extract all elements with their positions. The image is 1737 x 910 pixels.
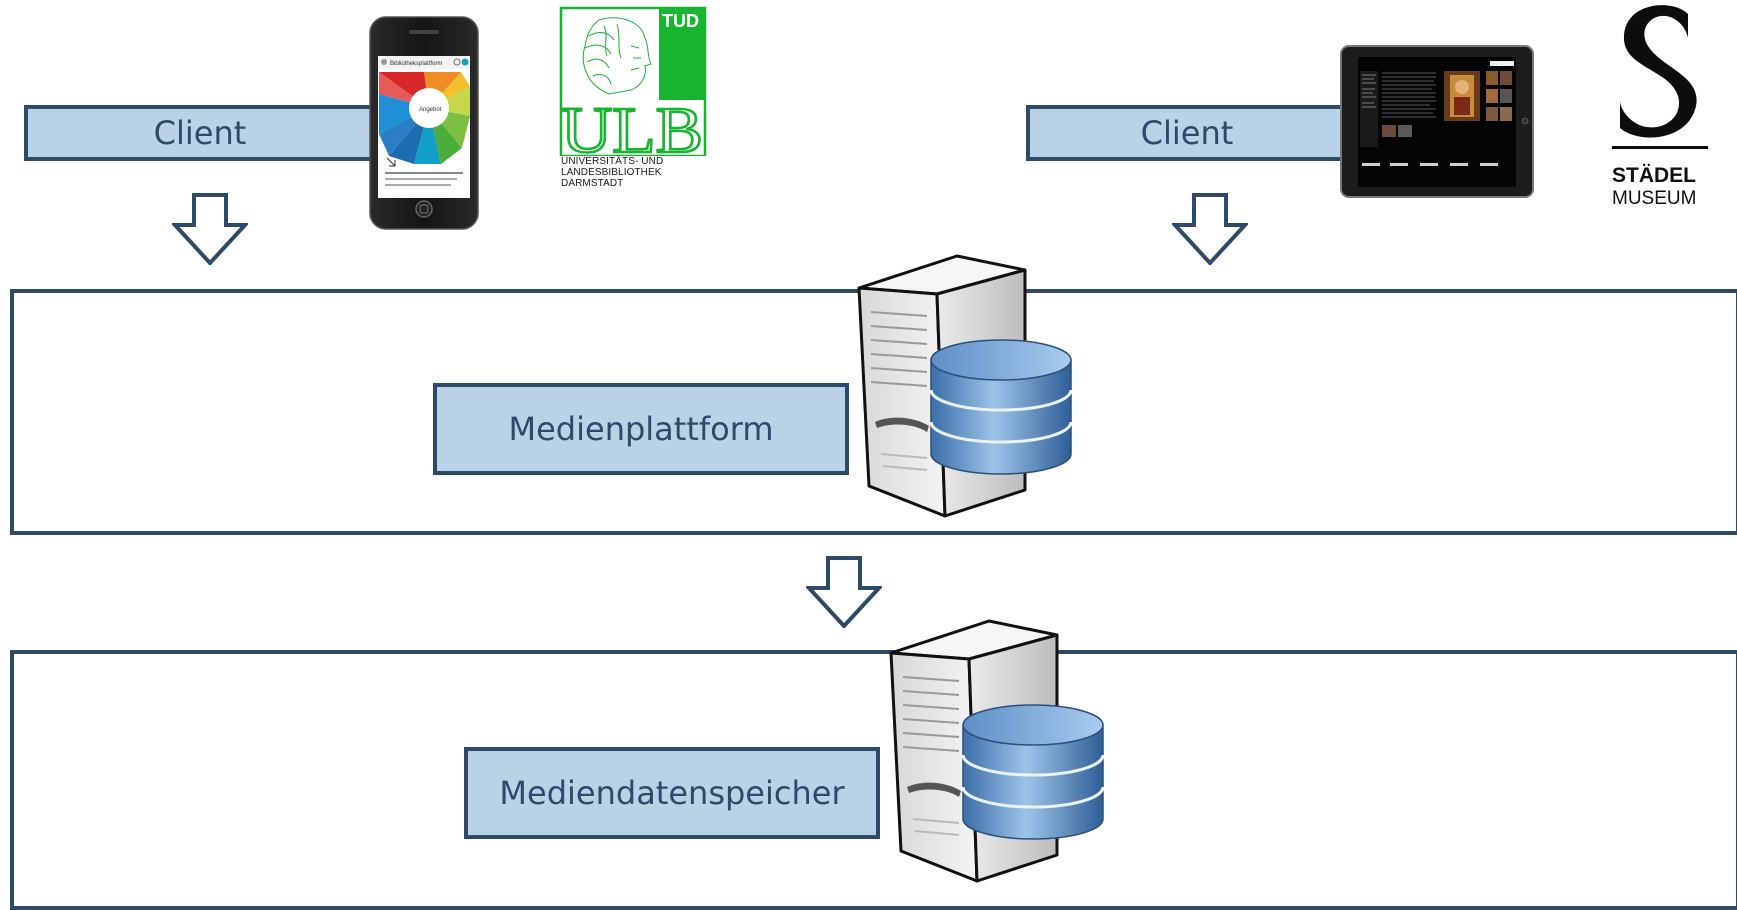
platform-label: Medienplattform [433, 383, 849, 475]
ulb-logo: TUD ULB UNIVERSITÄTS- UND LANDESBIBLIOTH… [559, 6, 707, 189]
down-arrow-icon [1172, 193, 1248, 265]
server-database-icon [889, 619, 1105, 883]
staedel-line1: STÄDEL [1612, 164, 1696, 187]
ulb-badge-text: TUD [662, 11, 699, 31]
client-left-text: Client [153, 114, 247, 152]
tablet-icon [1340, 45, 1534, 198]
client-right-text: Client [1140, 114, 1234, 152]
platform-label-text: Medienplattform [508, 410, 774, 448]
smartphone-icon: Bibliotheksplattform Angebot [369, 16, 479, 230]
down-arrow-icon [806, 556, 882, 628]
staedel-s-icon [1620, 5, 1697, 138]
client-label-right: Client [1026, 105, 1348, 161]
server-database-icon [857, 254, 1073, 518]
phone-center-text: Angebot [419, 107, 442, 113]
down-arrow-icon [172, 193, 248, 265]
ulb-subtitle-line2: LANDESBIBLIOTHEK DARMSTADT [561, 167, 662, 189]
staedel-logo: STÄDEL MUSEUM [1612, 0, 1712, 212]
storage-label: Mediendatenspeicher [464, 747, 880, 839]
storage-label-text: Mediendatenspeicher [499, 774, 845, 812]
ulb-subtitle-line1: UNIVERSITÄTS- UND [561, 156, 664, 167]
phone-title-text: Bibliotheksplattform [390, 61, 442, 67]
client-label-left: Client [24, 105, 376, 161]
staedel-line2: MUSEUM [1612, 188, 1697, 209]
ulb-mark-text: ULB [561, 94, 703, 156]
